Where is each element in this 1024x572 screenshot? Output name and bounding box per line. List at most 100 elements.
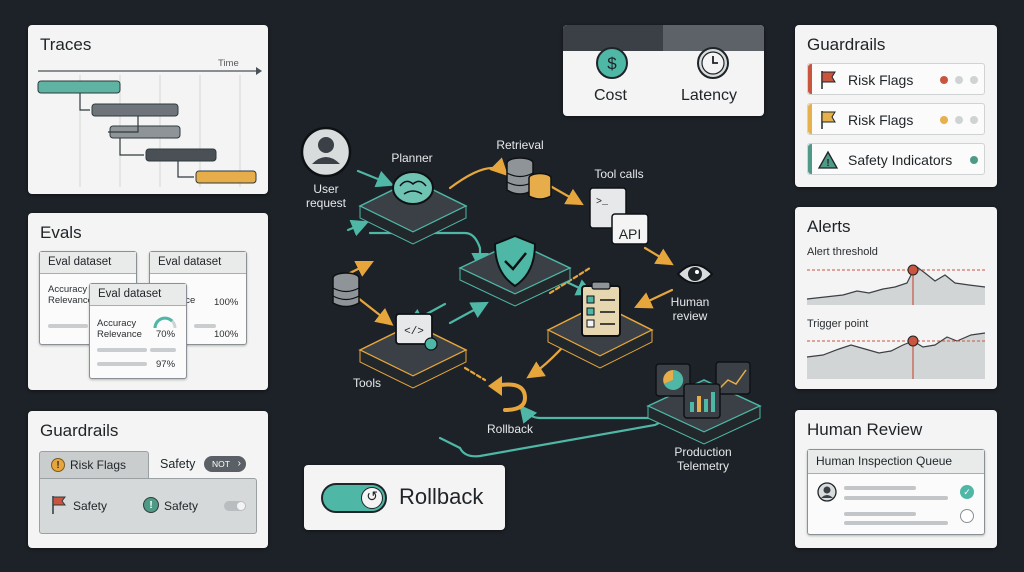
cost-label: Cost xyxy=(594,87,627,104)
time-axis-label: Time xyxy=(218,58,239,69)
eval-card-2-value1: 100% xyxy=(214,297,239,308)
alert-icon: ! xyxy=(51,458,65,472)
amber-flag-icon xyxy=(821,111,836,129)
red-flag-icon xyxy=(52,496,66,514)
traces-panel: Traces Time xyxy=(28,25,268,194)
guardrails-tab-body: Safety ! Safety xyxy=(39,478,257,534)
trigger-point-label: Trigger point xyxy=(807,318,869,330)
empty-circle-icon[interactable] xyxy=(960,509,974,523)
trigger-point-marker xyxy=(907,335,919,347)
evals-panel: Evals Eval dataset Accuracy Relevance Ev… xyxy=(28,213,268,390)
eval-card-2-header: Eval dataset xyxy=(150,252,246,274)
red-flag-icon xyxy=(821,71,836,89)
guardrails-top-title: Guardrails xyxy=(807,35,886,54)
production-telemetry-label: Production Telemetry xyxy=(674,445,732,473)
guardrails-bottom-title: Guardrails xyxy=(40,421,119,440)
database-left-icon xyxy=(332,272,360,308)
status-dot-red xyxy=(940,76,948,84)
rollback-arrow-icon xyxy=(488,376,528,412)
status-dot-green xyxy=(970,156,978,164)
guardrails-row-risk-flags-amber[interactable]: Risk Flags xyxy=(807,103,985,135)
guardrails-tab-risk-flags[interactable]: ! Risk Flags xyxy=(39,451,149,479)
svg-text:</>: </> xyxy=(404,326,424,338)
guardrails-top-panel: Guardrails Risk Flags Risk Flags ! Safet… xyxy=(795,25,997,187)
api-label: API xyxy=(618,226,642,242)
planner-label: Planner xyxy=(391,151,433,165)
alerts-sparklines xyxy=(806,264,986,379)
rollback-card[interactable]: ↺ Rollback xyxy=(304,465,505,530)
tools-node: </> xyxy=(358,313,468,389)
database-icon xyxy=(506,157,552,200)
brain-icon xyxy=(392,171,434,205)
latency-label: Latency xyxy=(681,87,738,104)
guardrails-row-risk-flags-red[interactable]: Risk Flags xyxy=(807,63,985,95)
eval-card-3[interactable]: Eval dataset Accuracy Relevance 70% 97% xyxy=(89,283,187,379)
eval-card-3-value2: 97% xyxy=(156,359,176,370)
not-badge-label: NOT xyxy=(212,459,230,469)
eval-card-1-row2: Relevance xyxy=(48,295,93,306)
guardrails-item-safety-2: Safety xyxy=(164,499,199,513)
pie-chart-icon xyxy=(664,369,684,390)
human-review-title: Human Review xyxy=(807,420,923,439)
alert-threshold-marker xyxy=(907,264,919,276)
svg-text:!: ! xyxy=(826,158,829,169)
eval-card-3-value1: 70% xyxy=(156,329,176,340)
evals-title: Evals xyxy=(40,223,82,242)
traces-gantt xyxy=(37,67,262,187)
status-dot-amber xyxy=(940,116,948,124)
trace-span-1 xyxy=(37,80,121,94)
user-request-icon xyxy=(300,126,352,178)
guardrails-row-1-label: Risk Flags xyxy=(848,72,914,88)
guardrails-bottom-panel: Guardrails ! Risk Flags Safety NOT › Saf… xyxy=(28,411,268,548)
svg-text:>_: >_ xyxy=(596,197,609,208)
guardrails-row-safety-indicators[interactable]: ! Safety Indicators xyxy=(807,143,985,175)
eye-icon xyxy=(676,264,714,284)
guardrail-shield-node xyxy=(458,234,572,307)
trace-span-4 xyxy=(145,148,217,162)
not-badge[interactable]: NOT › xyxy=(204,456,246,472)
dollar-icon: $ xyxy=(596,47,628,79)
shield-check-icon xyxy=(493,234,537,288)
eval-card-1-header: Eval dataset xyxy=(40,252,136,274)
production-telemetry-node xyxy=(646,361,762,445)
api-icon: >_ xyxy=(589,187,649,245)
undo-icon: ↺ xyxy=(366,488,378,504)
safety-toggle[interactable] xyxy=(224,501,246,511)
agent-workflow-diagram: >_ </> xyxy=(300,126,762,458)
clock-icon xyxy=(697,47,729,79)
retrieval-label: Retrieval xyxy=(496,138,544,152)
eval-card-3-header: Eval dataset xyxy=(90,284,186,306)
guardrails-item-safety-1: Safety xyxy=(73,499,108,513)
guardrails-tab-safety[interactable]: Safety xyxy=(160,457,196,471)
tool-calls-label: Tool calls xyxy=(594,167,644,181)
eval-card-2-value2: 100% xyxy=(214,329,239,340)
traces-title: Traces xyxy=(40,35,92,54)
tools-label: Tools xyxy=(352,376,381,390)
warning-triangle-icon: ! xyxy=(817,150,839,169)
queue-title: Human Inspection Queue xyxy=(808,450,984,474)
review-clipboard-node xyxy=(546,281,654,369)
rollback-toggle[interactable]: ↺ xyxy=(321,483,387,513)
eval-card-2-row2: nce xyxy=(180,295,196,306)
shield-alert-icon: ! xyxy=(143,497,159,513)
alerts-panel: Alerts Alert threshold Trigger point xyxy=(795,207,997,389)
svg-text:$: $ xyxy=(607,54,617,73)
eval-gauge-icon xyxy=(153,316,177,329)
check-circle-icon[interactable]: ✓ xyxy=(960,485,974,499)
eval-card-1-row1: Accuracy xyxy=(48,284,88,295)
trace-span-2 xyxy=(91,103,179,117)
rollback-label: Rollback xyxy=(399,484,484,509)
human-inspection-queue[interactable]: Human Inspection Queue ✓ xyxy=(807,449,985,535)
eval-card-3-row1: Accuracy xyxy=(97,318,137,329)
guardrails-row-3-label: Safety Indicators xyxy=(848,152,953,168)
user-request-label: User request xyxy=(305,182,347,210)
metrics-panel: $ Cost Latency xyxy=(563,25,764,116)
tab-risk-flags-label: Risk Flags xyxy=(70,458,127,472)
user-avatar-icon xyxy=(817,482,837,502)
planner-node xyxy=(358,171,468,245)
alert-threshold-label: Alert threshold xyxy=(807,246,878,258)
human-review-node-label: Human review xyxy=(670,295,710,323)
eval-card-3-row2: Relevance xyxy=(97,329,142,340)
human-review-panel: Human Review Human Inspection Queue ✓ xyxy=(795,410,997,548)
code-icon xyxy=(395,313,433,345)
